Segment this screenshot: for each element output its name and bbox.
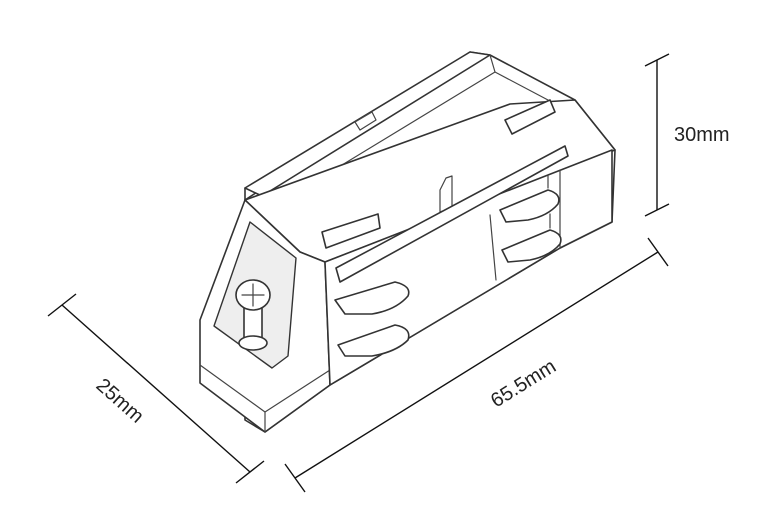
- width-label: 25mm: [92, 374, 148, 427]
- height-label: 30mm: [674, 124, 730, 146]
- phillips-screw-icon: [235, 279, 271, 351]
- length-label: 65.5mm: [487, 355, 560, 412]
- height-dimension: 30mm: [644, 53, 730, 217]
- connector-body: [199, 51, 616, 433]
